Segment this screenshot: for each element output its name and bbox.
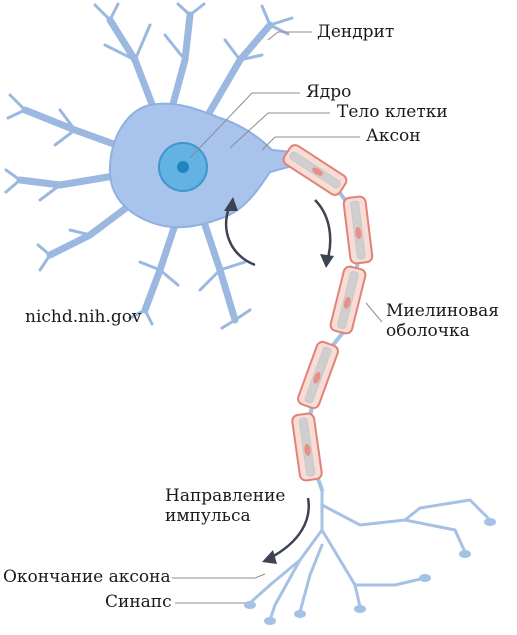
myelin-sheath: [282, 144, 374, 482]
label-myelin-line2: оболочка: [386, 320, 470, 341]
myelin-segment: [329, 265, 367, 335]
impulse-direction-arrow: [224, 197, 334, 564]
leader-lines: [172, 31, 383, 604]
nucleolus: [177, 161, 189, 173]
label-impulse-line1: Направление: [165, 486, 286, 506]
label-impulse-direction: Направление импульса: [165, 486, 286, 526]
myelin-segment: [342, 195, 374, 265]
myelin-segment: [291, 412, 323, 482]
label-myelin-line1: Миелиновая: [386, 301, 499, 321]
myelin-segment: [282, 144, 348, 196]
label-myelin-sheath: Миелиновая оболочка: [386, 301, 499, 341]
label-cell-body: Тело клетки: [337, 102, 448, 122]
source-credit: nichd.nih.gov: [25, 307, 142, 327]
dendrites: [4, 2, 294, 330]
label-axon: Аксон: [366, 126, 421, 146]
label-synapse: Синапс: [105, 592, 172, 612]
label-dendrite: Дендрит: [317, 22, 395, 42]
label-impulse-line2: импульса: [165, 505, 251, 526]
myelin-segment: [297, 340, 339, 410]
label-nucleus: Ядро: [306, 82, 352, 102]
label-axon-terminal: Окончание аксона: [3, 567, 171, 587]
axon-terminals: [244, 486, 496, 625]
